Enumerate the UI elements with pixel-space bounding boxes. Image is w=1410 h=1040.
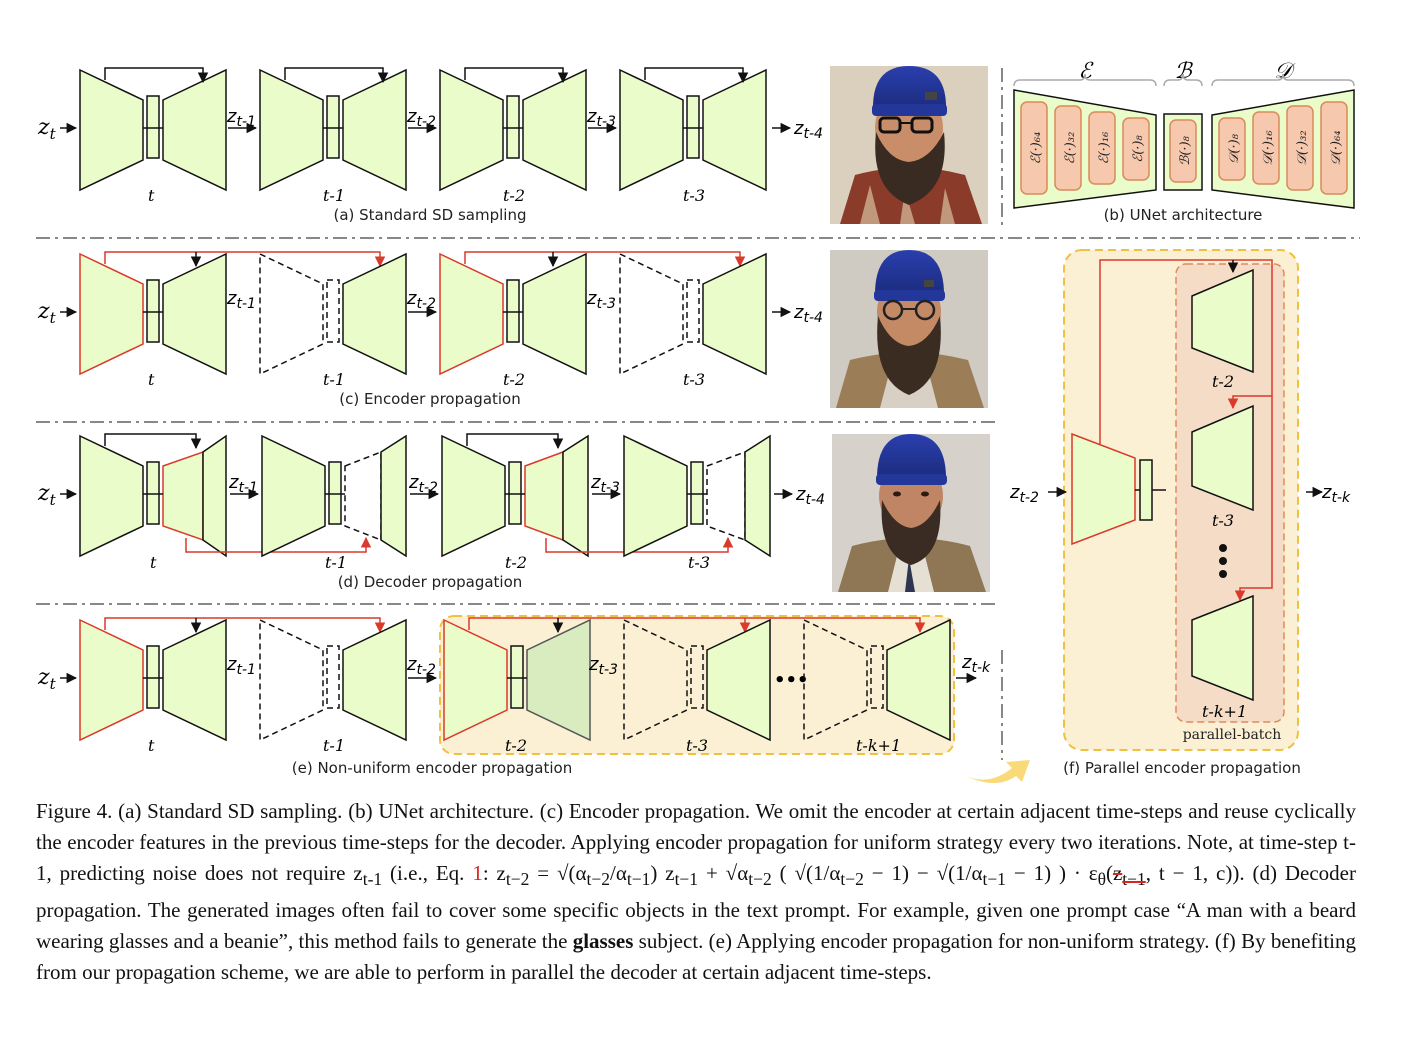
row-a-standard-sampling: zt zt-1 zt-2 zt-3 [37, 66, 988, 224]
figure-diagram: zt zt-1 zt-2 zt-3 [36, 59, 1360, 783]
svg-text:zt-1: zt-1 [226, 654, 256, 678]
panel-title-b: (b) UNet architecture [1104, 206, 1263, 224]
generated-image-c [830, 250, 988, 408]
encoder-block-label: ℰ(·)₆₄ [1029, 132, 1044, 165]
panel-f-parallel: zt-2 t-2 t-3 t-k+1 parallel-batch zt-k (… [1009, 249, 1351, 777]
svg-text:zt-1: zt-1 [226, 288, 256, 312]
decoder-block-label: 𝒟(·)₆₄ [1329, 130, 1344, 165]
separators [36, 68, 1360, 760]
svg-text:t-2: t-2 [505, 553, 527, 572]
step-label: t-3 [683, 186, 705, 205]
encoder-block-label: ℰ(·)₃₂ [1063, 132, 1078, 165]
decoder-symbol: 𝒟 [1274, 59, 1296, 84]
label-zt: zt [37, 115, 57, 143]
label-z-t1: zt-1 [226, 106, 256, 130]
svg-text:zt-3: zt-3 [586, 288, 616, 312]
label-z-t4: zt-4 [793, 118, 823, 142]
encoder-block-label: ℰ(·)₁₆ [1097, 132, 1112, 165]
decoder-block-label: 𝒟(·)₃₂ [1295, 130, 1310, 165]
parallel-batch-label: parallel-batch [1183, 727, 1282, 743]
label-z-t3: zt-3 [586, 106, 616, 130]
svg-text:t-3: t-3 [1212, 511, 1234, 530]
svg-text:t-2: t-2 [503, 370, 525, 389]
svg-text:t-1: t-1 [323, 736, 345, 755]
unet-block-t2 [439, 67, 587, 192]
encoder-block-label: ℰ(·)₈ [1131, 135, 1146, 163]
panel-title-f: (f) Parallel encoder propagation [1063, 759, 1301, 777]
svg-text:zt-3: zt-3 [590, 472, 620, 496]
step-label: t-1 [323, 186, 345, 205]
label-z-t2: zt-2 [406, 106, 436, 130]
generated-image-d [832, 434, 990, 592]
transition-arrow-icon [966, 760, 1030, 783]
svg-text:zt-4: zt-4 [795, 484, 825, 508]
generated-image-a [830, 66, 988, 224]
svg-text:t: t [150, 553, 157, 572]
step-label: t [148, 186, 155, 205]
svg-text:t-k+1: t-k+1 [856, 736, 901, 755]
step-label: t-2 [503, 186, 525, 205]
svg-text:zt: zt [37, 299, 57, 327]
encoder-symbol: ℰ [1078, 59, 1094, 84]
unet-architecture: ℰ ℬ 𝒟 ℰ(·)₆₄ ℰ(·)₃₂ ℰ(·)₁₆ ℰ(·)₈ ℬ(·)₈ 𝒟… [1013, 59, 1355, 224]
equation-link[interactable]: 1 [472, 861, 483, 885]
row-d-decoder-propagation: zt zt-1 zt-2 zt- [37, 433, 990, 592]
row-c-encoder-propagation: zt zt-1 zt-2 zt-3 [37, 250, 988, 408]
svg-text:t-3: t-3 [688, 553, 710, 572]
svg-text:zt-2: zt-2 [1009, 482, 1039, 506]
svg-text:t-k+1: t-k+1 [1202, 702, 1247, 721]
svg-text:zt-2: zt-2 [406, 654, 436, 678]
unet-block-t [79, 67, 227, 192]
svg-text:zt: zt [37, 665, 57, 693]
svg-text:t: t [148, 370, 155, 389]
svg-text:t-2: t-2 [1212, 372, 1234, 391]
row-e-non-uniform: zt zt-1 zt-2 zt-3 [37, 615, 1030, 783]
svg-text:zt: zt [37, 481, 57, 509]
svg-text:zt-1: zt-1 [228, 472, 258, 496]
panel-title-a: (a) Standard SD sampling [333, 206, 526, 224]
svg-text:t-1: t-1 [323, 370, 345, 389]
svg-text:zt-k: zt-k [961, 652, 991, 676]
svg-text:t-2: t-2 [505, 736, 527, 755]
svg-text:t-1: t-1 [325, 553, 347, 572]
svg-text:zt-2: zt-2 [408, 472, 438, 496]
unet-block-t3 [619, 67, 767, 192]
svg-text:t-3: t-3 [683, 370, 705, 389]
figure-caption: Figure 4. (a) Standard SD sampling. (b) … [36, 799, 1356, 985]
decoder-block-label: 𝒟(·)₁₆ [1261, 130, 1276, 165]
svg-text:zt-k: zt-k [1321, 482, 1351, 506]
svg-text:zt-4: zt-4 [793, 302, 823, 326]
svg-text:t: t [148, 736, 155, 755]
panel-title-e: (e) Non-uniform encoder propagation [292, 759, 572, 777]
unet-block-t1 [259, 67, 407, 192]
svg-text:t-3: t-3 [686, 736, 708, 755]
panel-title-d: (d) Decoder propagation [338, 573, 523, 591]
decoder-block-label: 𝒟(·)₈ [1227, 133, 1242, 164]
panel-title-c: (c) Encoder propagation [339, 390, 521, 408]
bottleneck-block-label: ℬ(·)₈ [1178, 135, 1193, 165]
ellipsis: ••• [774, 670, 809, 691]
bottleneck-symbol: ℬ [1174, 59, 1193, 84]
svg-text:zt-2: zt-2 [406, 288, 436, 312]
